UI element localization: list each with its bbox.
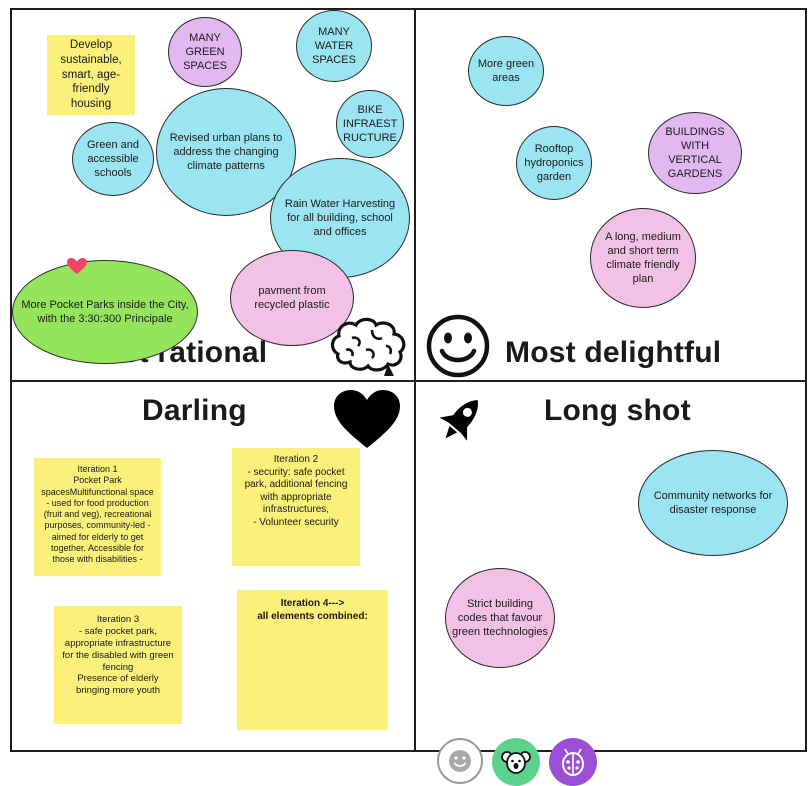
koala-dock-icon bbox=[501, 751, 531, 774]
bubble-green-areas-text: More green areas bbox=[477, 57, 535, 84]
bubble-schools[interactable]: Green and accessible schools bbox=[72, 122, 154, 196]
rocket-icon bbox=[439, 400, 478, 441]
smiley-dock-button[interactable] bbox=[437, 738, 483, 784]
sticky-iteration-4[interactable]: Iteration 4---> all elements combined: bbox=[237, 590, 388, 730]
heart-reaction-icon[interactable] bbox=[66, 257, 88, 275]
bubble-vertical-gardens-text: BUILDINGS WITH VERTICAL GARDENS bbox=[665, 125, 725, 181]
sticky-housing-text: Develop sustainable, smart, age-friendly… bbox=[60, 38, 122, 111]
bubble-rain-water-text: Rain Water Harvesting for all building, … bbox=[284, 197, 396, 239]
bubble-rooftop[interactable]: Rooftop hydroponics garden bbox=[516, 126, 592, 200]
bubble-bike[interactable]: BIKE INFRAEST RUCTURE bbox=[336, 90, 404, 158]
bubble-community-text: Community networks for disaster response bbox=[653, 489, 773, 516]
bubble-urban-plans-text: Revised urban plans to address the chang… bbox=[169, 131, 283, 173]
bubble-rooftop-text: Rooftop hydroponics garden bbox=[524, 142, 584, 184]
koala-dock-button[interactable] bbox=[492, 738, 540, 786]
quadrant-title-darling: Darling bbox=[142, 394, 247, 427]
bubble-pavement-text: pavment from recycled plastic bbox=[254, 284, 330, 311]
bubble-building-codes-text: Strict building codes that favour green … bbox=[452, 597, 549, 639]
bubble-climate-plan[interactable]: A long, medium and short term climate fr… bbox=[590, 208, 696, 308]
bubble-pocket-parks[interactable]: More Pocket Parks inside the City, with … bbox=[12, 260, 198, 364]
bubble-green-areas[interactable]: More green areas bbox=[468, 36, 544, 106]
bubble-community[interactable]: Community networks for disaster response bbox=[638, 450, 788, 556]
sticky-iteration-1[interactable]: Iteration 1 Pocket Park spacesMultifunct… bbox=[34, 458, 161, 576]
bubble-green-spaces[interactable]: MANY GREEN SPACES bbox=[168, 17, 242, 87]
bubble-green-spaces-text: MANY GREEN SPACES bbox=[183, 31, 227, 73]
bubble-building-codes[interactable]: Strict building codes that favour green … bbox=[445, 568, 555, 668]
sticky-iteration-2[interactable]: Iteration 2 - security: safe pocket park… bbox=[232, 448, 360, 566]
sticky-housing[interactable]: Develop sustainable, smart, age-friendly… bbox=[47, 35, 135, 115]
horizontal-divider bbox=[10, 380, 807, 382]
bubble-bike-text: BIKE INFRAEST RUCTURE bbox=[342, 103, 398, 145]
ladybug-dock-icon bbox=[562, 748, 584, 776]
bubble-water-spaces[interactable]: MANY WATER SPACES bbox=[296, 10, 372, 82]
heart-icon bbox=[334, 390, 400, 448]
brain-icon bbox=[330, 317, 406, 376]
bubble-climate-plan-text: A long, medium and short term climate fr… bbox=[605, 230, 681, 286]
ladybug-dock-button[interactable] bbox=[549, 738, 597, 786]
bubble-urban-plans[interactable]: Revised urban plans to address the chang… bbox=[156, 88, 296, 216]
bubble-vertical-gardens[interactable]: BUILDINGS WITH VERTICAL GARDENS bbox=[648, 112, 742, 194]
quadrant-title-delightful: Most delightful bbox=[505, 336, 722, 369]
sticky-iteration-3[interactable]: Iteration 3 - safe pocket park, appropri… bbox=[54, 606, 182, 724]
smiley-icon bbox=[426, 314, 490, 378]
bubble-schools-text: Green and accessible schools bbox=[87, 138, 139, 180]
smiley-dock-icon bbox=[449, 750, 471, 772]
bubble-pavement[interactable]: pavment from recycled plastic bbox=[230, 250, 354, 346]
bubble-pocket-parks-text: More Pocket Parks inside the City, with … bbox=[21, 298, 189, 325]
quadrant-title-long-shot: Long shot bbox=[544, 394, 691, 427]
bubble-water-spaces-text: MANY WATER SPACES bbox=[312, 25, 356, 67]
